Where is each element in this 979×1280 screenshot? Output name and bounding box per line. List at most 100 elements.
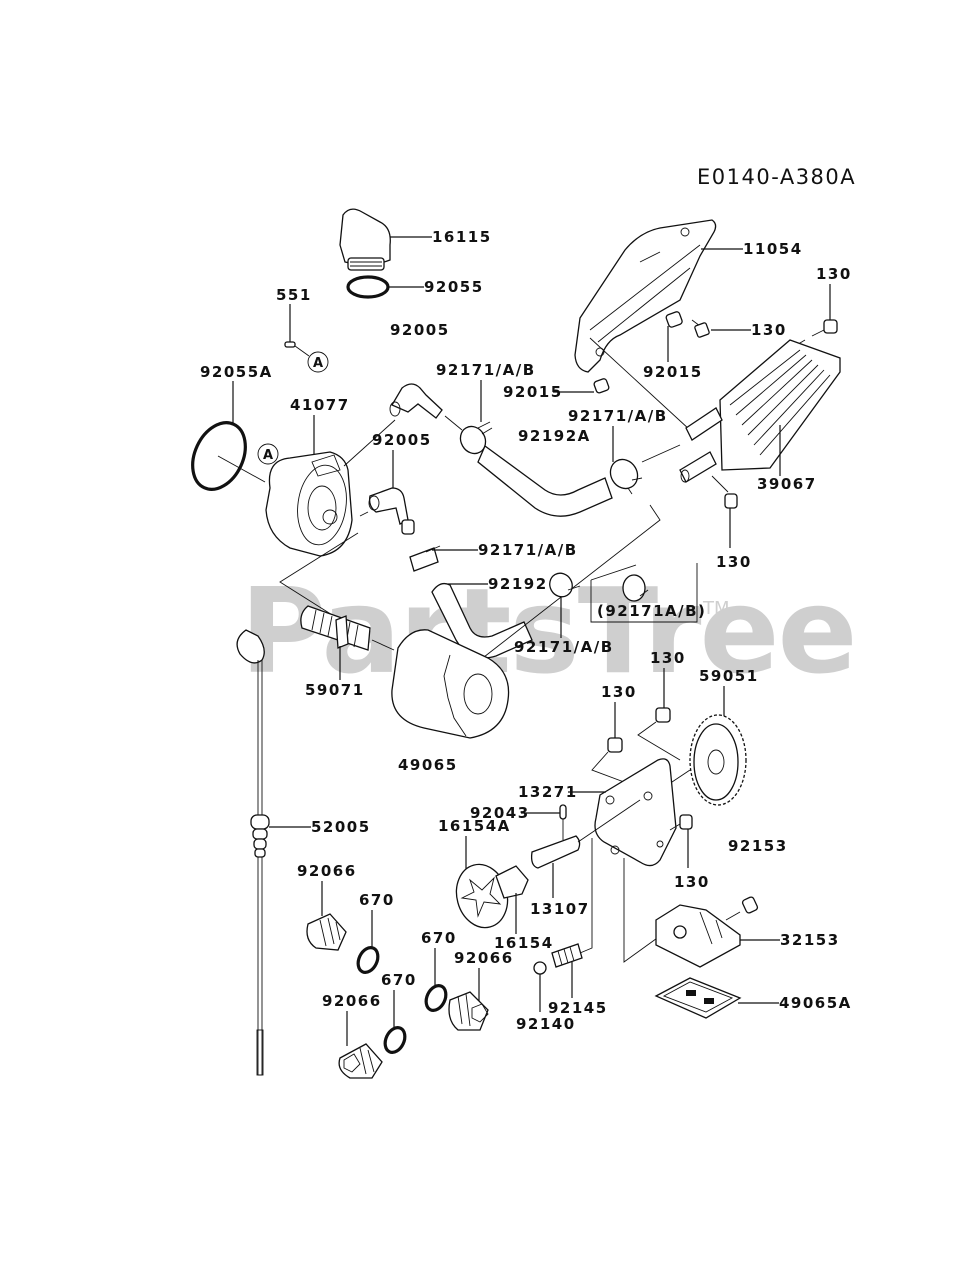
callout-92005-top[interactable]: 92005: [390, 321, 450, 339]
pump-body-32153-part[interactable]: [655, 904, 741, 968]
reference-marker-a-label: A: [313, 356, 323, 371]
reference-marker-a: [307, 351, 329, 373]
assembly-line-92005: [359, 511, 369, 517]
drain-plug-92066-a-part[interactable]: [306, 913, 347, 951]
inner-rotor-16154-part[interactable]: [495, 865, 529, 899]
callout-59071[interactable]: 59071: [305, 681, 365, 699]
callout-92066-b[interactable]: 92066: [322, 992, 382, 1010]
dipstick-52005-part[interactable]: [236, 629, 270, 1076]
bolt-130-c-part[interactable]: [724, 493, 738, 509]
elbow-fitting-upper-part[interactable]: [389, 383, 443, 419]
bolt-130-d-part[interactable]: [607, 737, 623, 753]
hose-clamp-92171ab-part[interactable]: [622, 574, 649, 602]
hose-clamp-92171-a-part[interactable]: [456, 421, 493, 458]
callout-49065a[interactable]: 49065A: [779, 994, 852, 1012]
callout-92192a[interactable]: 92192A: [518, 427, 591, 445]
assembly-line-13107: [577, 799, 641, 843]
pump-cover-13271-part[interactable]: [594, 758, 677, 867]
drain-plug-92066-b-part[interactable]: [338, 1043, 383, 1079]
shaft-13107-part[interactable]: [530, 835, 581, 869]
oil-filter-49065-part[interactable]: [391, 629, 510, 739]
callout-92171-b[interactable]: 92171/A/B: [568, 407, 668, 425]
o-ring-92055-part[interactable]: [346, 275, 390, 299]
oil-cooler-39067-part[interactable]: [679, 339, 841, 483]
hose-clamp-92171-b-part[interactable]: [605, 455, 643, 495]
assembly-line-130-d: [591, 751, 633, 786]
spring-92145-part[interactable]: [551, 943, 583, 968]
o-ring-670-a-part[interactable]: [354, 944, 381, 975]
callout-92043[interactable]: 92043: [470, 804, 530, 822]
nut-92015-a-part[interactable]: [665, 311, 683, 328]
callout-130-f[interactable]: 130: [674, 873, 710, 891]
callout-39067[interactable]: 39067: [757, 475, 817, 493]
pin-92043-part[interactable]: [559, 804, 567, 820]
callout-16154[interactable]: 16154: [494, 934, 554, 952]
hose-clamp-92171-d-part[interactable]: [545, 569, 581, 601]
callout-92171-c[interactable]: 92171/A/B: [478, 541, 578, 559]
axis-line-92055a: [217, 455, 266, 483]
oil-filler-cap-part[interactable]: [339, 208, 391, 271]
assembly-line-92171-b: [641, 444, 681, 463]
bolt-32153-part[interactable]: [725, 896, 759, 921]
callout-59051[interactable]: 59051: [699, 667, 759, 685]
drain-plug-92066-c-part[interactable]: [448, 991, 489, 1031]
fitting-59071-part[interactable]: [300, 605, 371, 651]
callout-130-d[interactable]: 130: [601, 683, 637, 701]
callout-92015-b[interactable]: 92015: [503, 383, 563, 401]
oil-screen-49065a-part[interactable]: [654, 977, 742, 1019]
gear-59051-part[interactable]: [689, 714, 747, 806]
callout-130-e[interactable]: 130: [650, 649, 686, 667]
callout-41077[interactable]: 41077: [290, 396, 350, 414]
callout-130-a[interactable]: 130: [751, 321, 787, 339]
callout-52005[interactable]: 52005: [311, 818, 371, 836]
bolt-130-b-part[interactable]: [811, 319, 838, 337]
callout-92015-a[interactable]: 92015: [643, 363, 703, 381]
bolt-130-a-part[interactable]: [691, 319, 710, 338]
inset-box: [590, 563, 698, 623]
callout-92145[interactable]: 92145: [548, 999, 608, 1017]
callout-16154a[interactable]: 16154A: [438, 817, 511, 835]
callout-92171-d[interactable]: 92171/A/B: [514, 638, 614, 656]
callout-92153[interactable]: 92153: [728, 837, 788, 855]
callout-92055a[interactable]: 92055A: [200, 363, 273, 381]
bracket-11054-part[interactable]: [574, 219, 717, 373]
callout-92066-a[interactable]: 92066: [297, 862, 357, 880]
callout-130-c[interactable]: 130: [716, 553, 752, 571]
callout-92066-c[interactable]: 92066: [454, 949, 514, 967]
ball-92140-part[interactable]: [533, 961, 547, 975]
elbow-fitting-lower-part[interactable]: [368, 487, 415, 535]
callout-16115[interactable]: 16115: [432, 228, 492, 246]
assembly-line-relief: [579, 838, 593, 954]
o-ring-92055a-part[interactable]: [182, 414, 255, 498]
callout-92055[interactable]: 92055: [424, 278, 484, 296]
inset-box-diagonal: [590, 564, 637, 581]
bolt-130-f-part[interactable]: [669, 814, 693, 831]
callout-130-b[interactable]: 130: [816, 265, 852, 283]
callout-11054[interactable]: 11054: [743, 240, 803, 258]
o-ring-670-b-part[interactable]: [381, 1024, 408, 1055]
callout-92005[interactable]: 92005: [372, 431, 432, 449]
watermark-trademark: TM: [702, 598, 730, 619]
callout-32153[interactable]: 32153: [780, 931, 840, 949]
callout-551[interactable]: 551: [276, 286, 312, 304]
oil-cooler-adapter-41077-part[interactable]: [265, 451, 353, 557]
callout-13107[interactable]: 13107: [530, 900, 590, 918]
callout-92171-a[interactable]: 92171/A/B: [436, 361, 536, 379]
bolt-130-e-part[interactable]: [655, 707, 671, 723]
callout-92192[interactable]: 92192: [488, 575, 548, 593]
assembly-line-92192: [483, 504, 661, 658]
callout-92140[interactable]: 92140: [516, 1015, 576, 1033]
callout-670-b[interactable]: 670: [381, 971, 417, 989]
callout-49065[interactable]: 49065: [398, 756, 458, 774]
callout-13271[interactable]: 13271: [518, 783, 578, 801]
callout-92171ab[interactable]: (92171A/B): [597, 602, 706, 620]
pin-551-part[interactable]: [284, 341, 296, 348]
hose-92192a-part[interactable]: [477, 444, 613, 517]
callout-670-a[interactable]: 670: [359, 891, 395, 909]
reference-marker-a-2-label: A: [263, 448, 273, 463]
callout-670-c[interactable]: 670: [421, 929, 457, 947]
nut-92015-b-part[interactable]: [593, 378, 610, 394]
hose-clamp-92171-c-part[interactable]: [409, 545, 441, 572]
o-ring-670-c-part[interactable]: [422, 982, 449, 1013]
